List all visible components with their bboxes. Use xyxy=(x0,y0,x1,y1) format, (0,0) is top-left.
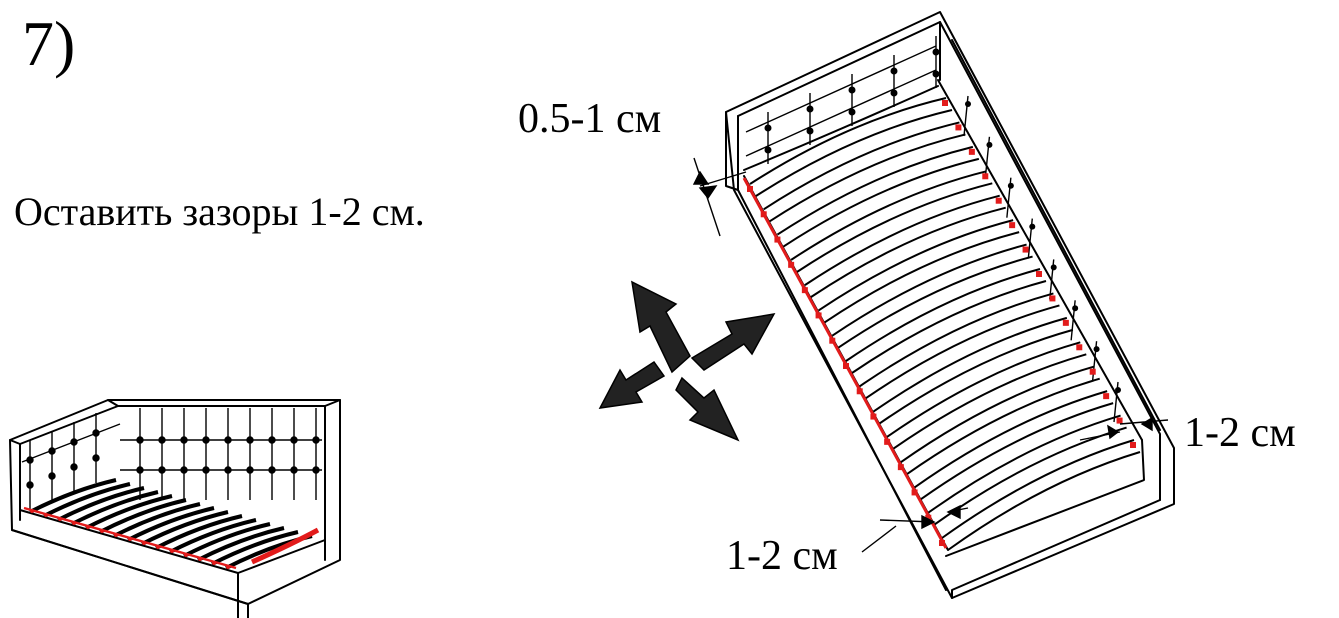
slat-gap-mark xyxy=(1103,393,1110,400)
slat-edge xyxy=(900,365,1094,463)
bed-frame-slats-isometric xyxy=(725,11,1175,599)
slat-edge xyxy=(818,219,1014,312)
tuft-button xyxy=(986,141,993,148)
slat-edge xyxy=(755,109,953,197)
slat xyxy=(99,498,187,534)
slat-gap-mark xyxy=(1076,344,1083,351)
tuft-seam xyxy=(745,69,937,157)
dimension-markers xyxy=(692,157,1169,553)
tuft-button xyxy=(92,454,100,462)
tuft-seam xyxy=(21,423,121,463)
slat xyxy=(57,486,145,522)
dimension-label-foot-gap: 1-2 см xyxy=(726,533,838,579)
slat-gap-mark xyxy=(1036,271,1042,277)
tuft-button xyxy=(1029,223,1036,230)
slat-edge xyxy=(851,280,1047,374)
tuft-button xyxy=(764,146,772,154)
tuft-button xyxy=(1050,264,1057,271)
slat xyxy=(155,514,243,550)
tuft-button xyxy=(932,48,940,56)
dimension-label-head-gap: 0.5-1 см xyxy=(518,96,662,142)
tuft-button xyxy=(1115,387,1121,393)
slat-edge xyxy=(790,170,987,261)
slat-gap-mark xyxy=(1062,319,1069,326)
slat xyxy=(197,526,285,562)
slat-edge xyxy=(872,316,1068,413)
slat-gap-mark xyxy=(1049,295,1056,302)
tuft-button xyxy=(806,127,814,135)
slat-edge xyxy=(941,439,1135,539)
tuft-button xyxy=(890,89,898,97)
slat xyxy=(169,518,257,554)
slat-edge xyxy=(837,255,1033,349)
slat xyxy=(71,490,159,526)
slat-gap-mark xyxy=(942,100,948,106)
slat-gap-mark xyxy=(995,197,1002,204)
slat-gap-mark xyxy=(982,173,989,180)
slat-gap-mark xyxy=(1089,368,1096,375)
slat-edge xyxy=(927,414,1121,514)
tuft-button xyxy=(1007,182,1014,189)
slat-edge xyxy=(933,426,1127,526)
tuft-button xyxy=(26,481,34,489)
tuft-seam xyxy=(745,45,937,133)
slat-gap-mark xyxy=(1116,417,1123,424)
slat-edge xyxy=(749,97,947,185)
slat-gap-mark xyxy=(968,148,975,155)
slat xyxy=(113,502,201,538)
slat-edge xyxy=(804,194,1000,286)
slat-edge xyxy=(845,268,1041,362)
small-bed-preview xyxy=(9,399,341,618)
four-way-arrow-icon xyxy=(598,280,776,442)
tuft-button xyxy=(932,70,940,78)
slat-edge xyxy=(859,292,1054,388)
instruction-text: Оставить зазоры 1-2 см. xyxy=(14,189,425,234)
slat-edge xyxy=(782,157,980,248)
slat-edge xyxy=(831,243,1027,337)
tuft-button xyxy=(965,101,971,107)
slat-edge xyxy=(919,402,1114,501)
slat-gap-mark xyxy=(1130,442,1136,448)
slat-edge xyxy=(776,145,974,236)
slat-gap-mark xyxy=(1009,222,1016,229)
slat-edge xyxy=(824,231,1020,324)
slat xyxy=(141,510,229,546)
slat-edge xyxy=(886,341,1081,438)
tuft-button xyxy=(1093,346,1100,353)
slat-edge xyxy=(763,121,960,211)
slat-edge xyxy=(796,182,993,273)
slat-gap-mark xyxy=(1022,246,1029,253)
tuft-button xyxy=(890,67,898,75)
slat-edge xyxy=(906,377,1100,475)
slat xyxy=(211,530,299,566)
tuft-button xyxy=(48,472,56,480)
tuft-button xyxy=(70,463,78,471)
slat-edge xyxy=(947,451,1141,551)
tuft-button xyxy=(806,105,814,113)
slat xyxy=(29,478,117,514)
slat-edge xyxy=(865,304,1060,400)
step-number: 7) xyxy=(22,8,76,79)
slat xyxy=(127,506,215,542)
slat-edge xyxy=(769,133,966,223)
tuft-button xyxy=(848,86,856,94)
dimension-label-side-gap: 1-2 см xyxy=(1184,410,1296,456)
slat xyxy=(183,522,271,558)
slat-edge xyxy=(810,206,1006,298)
tuft-button xyxy=(1072,305,1079,312)
tuft-button xyxy=(764,124,772,132)
slat xyxy=(43,482,131,518)
slat-edge xyxy=(913,390,1108,489)
tuft-button xyxy=(848,108,856,116)
slat-edge xyxy=(892,353,1087,450)
slat-edge xyxy=(878,328,1074,425)
slat xyxy=(85,494,173,530)
slat-gap-mark xyxy=(955,124,962,131)
